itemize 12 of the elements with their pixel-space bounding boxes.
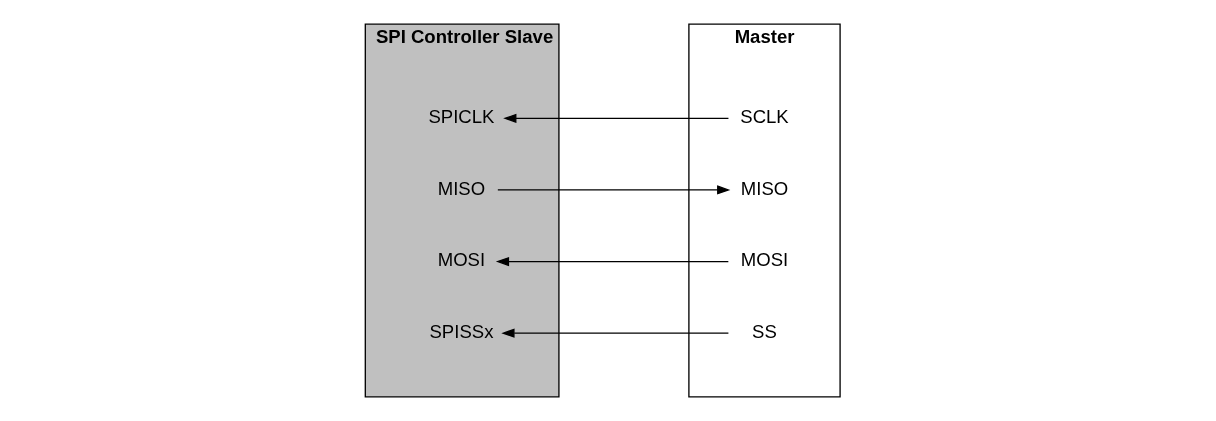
arrow [503, 113, 730, 123]
node-text: MOSI [437, 249, 486, 271]
node-text: SPICLK [428, 106, 495, 128]
node-text: SCLK [740, 106, 789, 128]
node-text: MISO [740, 177, 789, 199]
node-text: MOSI [740, 249, 789, 271]
arrow [495, 256, 729, 267]
node-text: SPISSx [429, 321, 494, 343]
arrow [501, 328, 730, 338]
node-text: MISO [437, 177, 486, 199]
arrow [497, 185, 731, 195]
node-text: SS [752, 321, 777, 343]
